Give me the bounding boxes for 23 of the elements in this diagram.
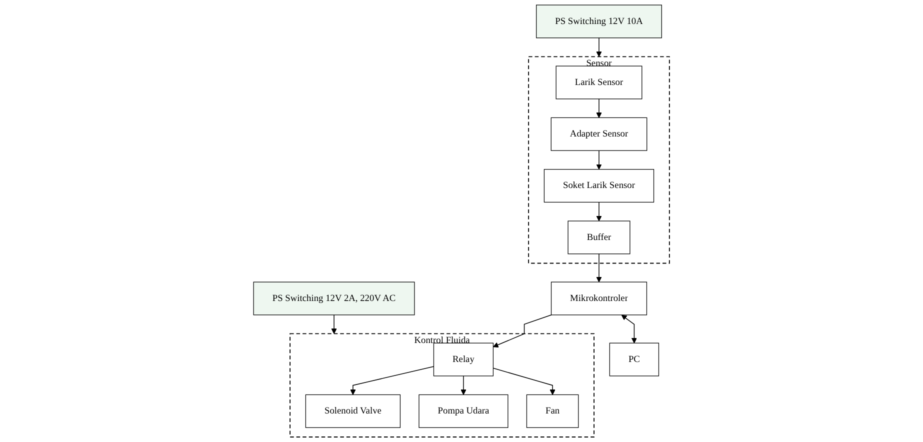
node-box: Fan <box>526 394 579 428</box>
node-box: PS Switching 12V 10A <box>536 4 662 38</box>
arrow <box>350 366 434 395</box>
node-box: Relay <box>433 342 494 376</box>
node-box: Pompa Udara <box>418 394 508 428</box>
arrow <box>596 150 602 170</box>
arrow <box>492 368 556 395</box>
node-box: PS Switching 12V 2A, 220V AC <box>253 282 415 316</box>
arrow <box>596 202 602 222</box>
node-box: PC <box>609 342 660 376</box>
node-box: Solenoid Valve <box>305 394 401 428</box>
node-box: Mikrokontroler <box>550 282 648 316</box>
node-box: Soket Larik Sensor <box>544 169 654 203</box>
arrow <box>596 254 602 282</box>
node-box: Larik Sensor <box>556 66 642 100</box>
node-box: Adapter Sensor <box>550 117 648 151</box>
arrow <box>331 314 337 334</box>
arrow <box>596 38 602 57</box>
arrow <box>460 376 466 395</box>
arrow <box>621 314 637 344</box>
arrow <box>492 314 552 348</box>
node-box: Buffer <box>568 220 630 254</box>
arrow <box>596 98 602 118</box>
